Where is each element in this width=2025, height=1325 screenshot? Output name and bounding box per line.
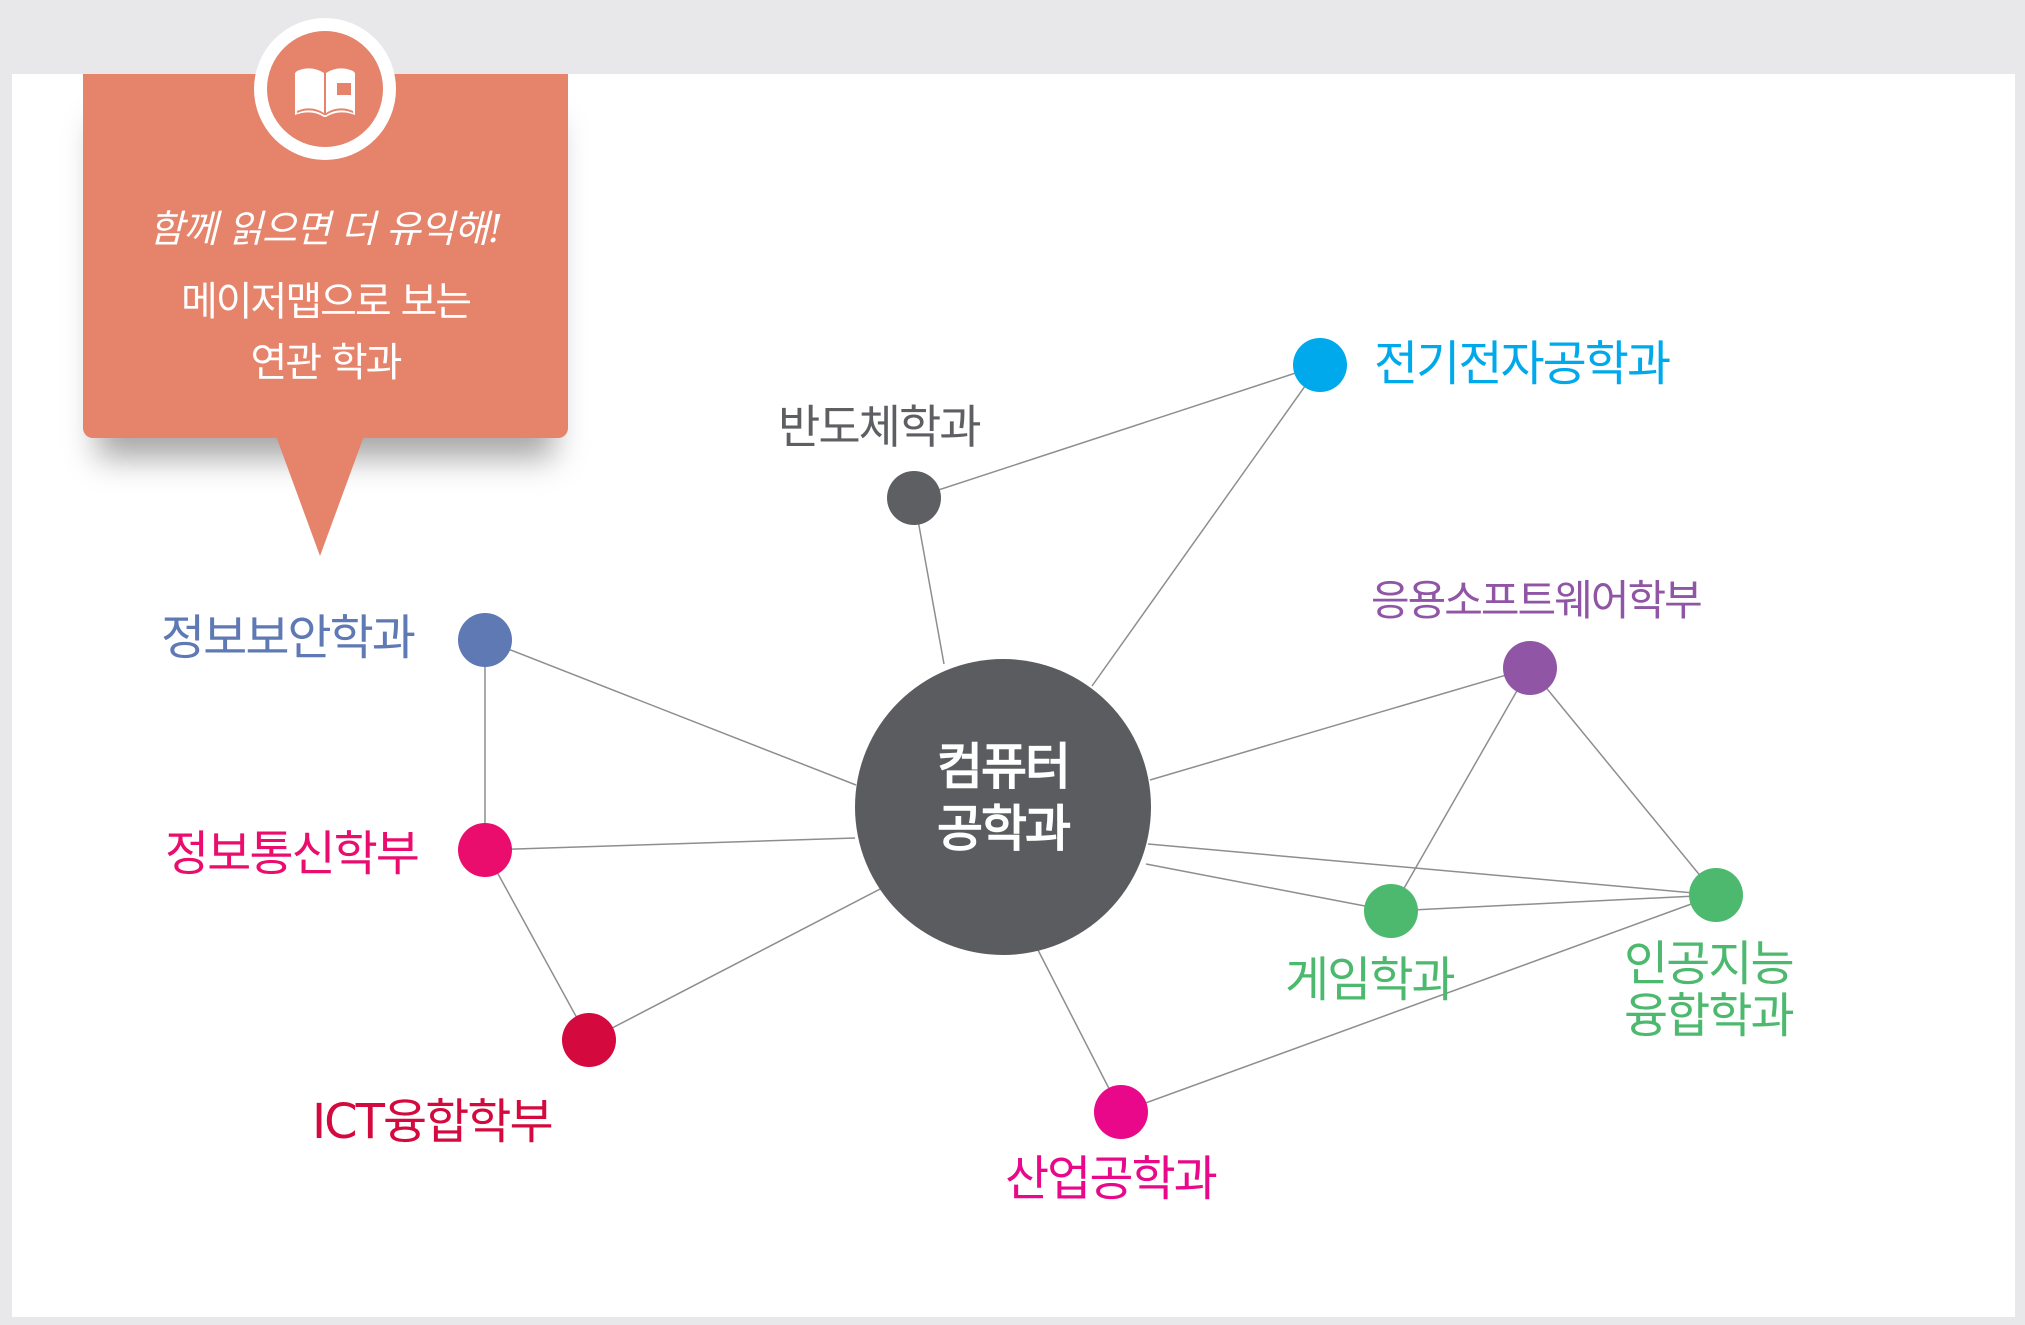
node-label-infosec: 정보보안학과 [161,610,416,666]
node-label-ict: ICT융합학부 [312,1094,554,1150]
edge-semiconductor-electrical [913,364,1321,499]
node-label-electrical: 전기전자공학과 [1374,336,1671,392]
center-label-line1: 컴퓨터 [937,738,1071,796]
node-label-ai-line1: 인공지능 [1624,936,1795,992]
center-node-label: 컴퓨터 공학과 [855,736,1151,860]
node-label-game: 게임학과 [1285,952,1456,1008]
callout-pointer [276,436,364,556]
edge-center-ict [588,886,885,1041]
node-label-software: 응용소프트웨어학부 [1371,576,1703,625]
node-label-ai-line2: 융합학과 [1624,988,1795,1044]
node-dot-industrial [1094,1085,1148,1139]
edge-industrial-ai [1120,894,1717,1113]
edge-software-game [1390,667,1531,912]
callout-title-line1: 메이저맵으로 보는 [180,279,472,325]
edge-infocomm-ict [484,849,590,1041]
edge-center-infosec [484,639,857,786]
node-dot-infocomm [458,823,512,877]
node-dot-electrical [1293,338,1347,392]
edge-center-software [1149,667,1531,781]
connection-lines [484,364,1717,1113]
edge-center-electrical [1091,364,1321,687]
edge-center-ai [1147,843,1717,896]
node-dot-software [1503,641,1557,695]
badge-circle [267,31,383,147]
node-dot-semiconductor [887,471,941,525]
callout-badge [254,18,396,160]
edge-game-ai [1390,894,1717,912]
node-dot-ict [562,1013,616,1067]
node-dot-game [1364,884,1418,938]
edge-center-game [1145,863,1392,912]
book-icon [295,68,355,117]
edge-center-semiconductor [913,497,945,665]
center-node [855,659,1151,955]
node-label-industrial: 산업공학과 [1005,1151,1218,1207]
callout-title-line2: 연관 학과 [250,340,403,386]
node-dot-infosec [458,613,512,667]
node-dot-ai [1689,868,1743,922]
edge-center-infocomm [484,837,856,851]
edge-software-ai [1529,667,1717,896]
node-label-infocomm: 정보통신학부 [165,826,420,882]
callout-script-text: 함께 읽으면 더 유익해! [148,207,503,251]
node-label-semiconductor: 반도체학과 [778,400,982,454]
center-label-line2: 공학과 [937,800,1071,858]
edge-center-industrial [1037,949,1122,1113]
